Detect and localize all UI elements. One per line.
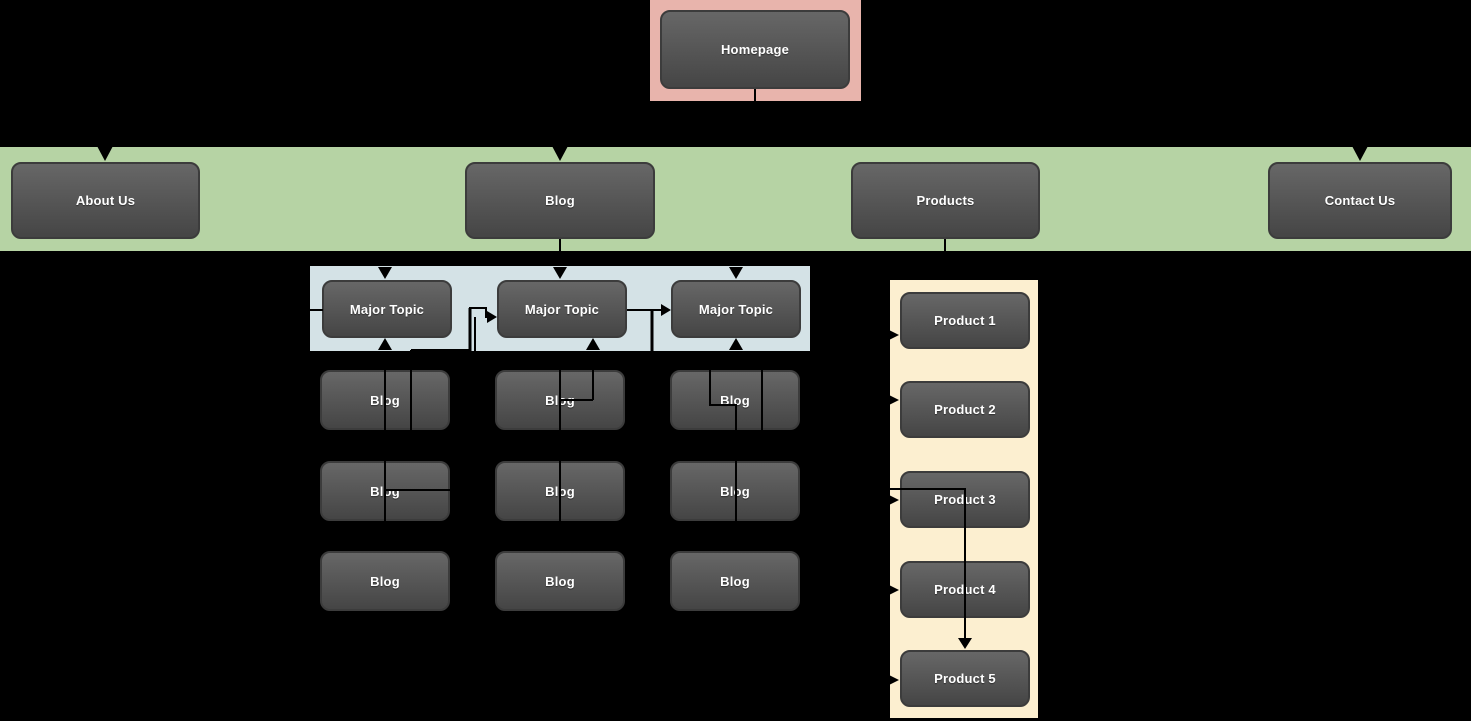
node-homepage[interactable]: Homepage: [660, 10, 850, 89]
node-blog-post-5-label: Blog: [545, 483, 575, 499]
node-blog-post-5[interactable]: Blog: [495, 461, 625, 521]
node-blog-post-8[interactable]: Blog: [495, 551, 625, 611]
node-blog-post-4-label: Blog: [370, 483, 400, 499]
node-blog-post-7[interactable]: Blog: [320, 551, 450, 611]
node-product-4[interactable]: Product 4: [900, 561, 1030, 618]
node-product-1-label: Product 1: [934, 313, 996, 328]
node-product-2[interactable]: Product 2: [900, 381, 1030, 438]
node-blog-post-1-label: Blog: [370, 392, 400, 408]
node-blog-post-1[interactable]: Blog: [320, 370, 450, 430]
node-product-2-label: Product 2: [934, 402, 996, 417]
node-blog-post-9[interactable]: Blog: [670, 551, 800, 611]
node-product-5[interactable]: Product 5: [900, 650, 1030, 707]
node-blog-post-8-label: Blog: [545, 573, 575, 589]
node-blog-post-2[interactable]: Blog: [495, 370, 625, 430]
node-blog-post-7-label: Blog: [370, 573, 400, 589]
node-product-1[interactable]: Product 1: [900, 292, 1030, 349]
node-homepage-label: Homepage: [720, 42, 790, 57]
node-about-us[interactable]: About Us: [11, 162, 200, 239]
node-product-3-label: Product 3: [934, 492, 996, 507]
node-contact-us-label: Contact Us: [1324, 193, 1396, 208]
node-blog-nav-label: Blog: [545, 193, 575, 208]
node-product-5-label: Product 5: [934, 671, 996, 686]
node-blog-post-3[interactable]: Blog: [670, 370, 800, 430]
node-about-us-label: About Us: [75, 193, 136, 208]
node-blog-nav[interactable]: Blog: [465, 162, 655, 239]
node-major-topic-2[interactable]: Major Topic: [497, 280, 627, 338]
node-blog-post-3-label: Blog: [720, 392, 750, 408]
node-major-topic-3[interactable]: Major Topic: [671, 280, 801, 338]
node-products-nav-label: Products: [916, 193, 975, 208]
node-major-topic-1[interactable]: Major Topic: [322, 280, 452, 338]
node-products-nav[interactable]: Products: [851, 162, 1040, 239]
node-blog-post-2-label: Blog: [545, 392, 575, 408]
node-contact-us[interactable]: Contact Us: [1268, 162, 1452, 239]
node-product-4-label: Product 4: [934, 582, 996, 597]
node-major-topic-2-label: Major Topic: [524, 301, 600, 317]
node-blog-post-9-label: Blog: [720, 573, 750, 589]
node-major-topic-3-label: Major Topic: [698, 301, 774, 317]
node-blog-post-6-label: Blog: [720, 483, 750, 499]
node-major-topic-1-label: Major Topic: [349, 301, 425, 317]
node-product-3[interactable]: Product 3: [900, 471, 1030, 528]
node-blog-post-4[interactable]: Blog: [320, 461, 450, 521]
node-blog-post-6[interactable]: Blog: [670, 461, 800, 521]
zone-nav[interactable]: [0, 147, 1471, 251]
